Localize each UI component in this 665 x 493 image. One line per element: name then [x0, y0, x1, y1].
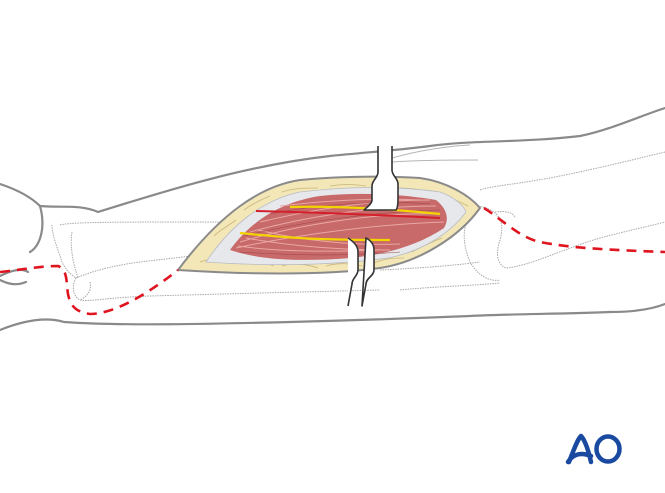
skin-folds: [391, 144, 479, 163]
limb-outline: [0, 106, 665, 332]
artery: [255, 210, 441, 219]
ao-logo: [565, 433, 622, 465]
retractor-bottom: [347, 237, 375, 307]
retractor-top: [363, 146, 399, 211]
incision-line: [0, 206, 665, 316]
